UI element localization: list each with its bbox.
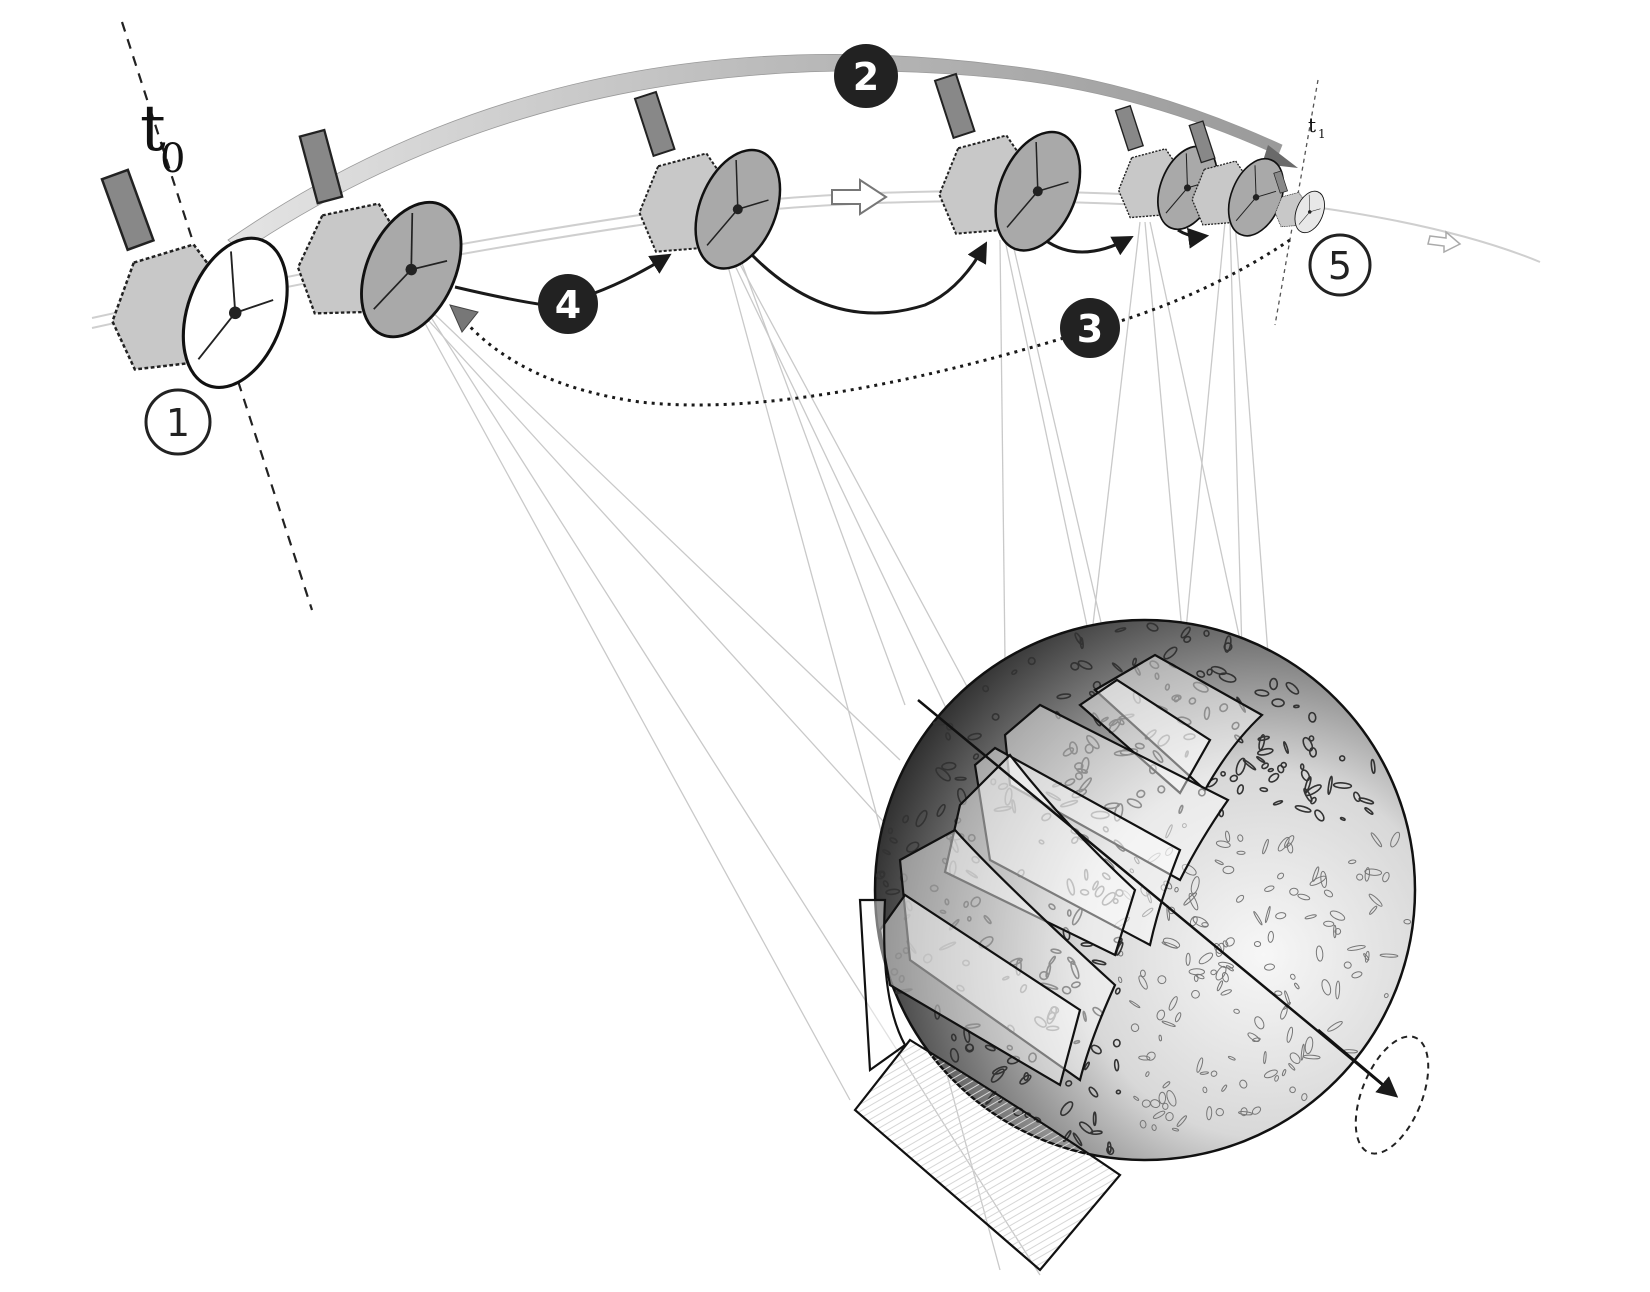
spacecraft-4 <box>933 72 1082 252</box>
step-3-badge: 3 <box>1060 298 1120 358</box>
step-3-arrowhead <box>449 304 479 333</box>
spacecraft-sequence <box>100 72 1325 390</box>
svg-text:5: 5 <box>1328 244 1352 288</box>
step-2-badge: 2 <box>834 44 898 108</box>
step-5-badge: 5 <box>1308 233 1372 297</box>
trajectory-direction-arrow <box>831 178 1462 254</box>
t0-label: t <box>140 92 166 166</box>
planet-surface-texture <box>875 622 1412 1156</box>
spacecraft-6 <box>1188 120 1285 237</box>
t1-label: t <box>1308 113 1316 137</box>
t1-subscript: 1 <box>1318 127 1326 141</box>
t1-line <box>1274 79 1319 326</box>
spacecraft-3 <box>633 90 782 270</box>
svg-text:2: 2 <box>853 55 879 99</box>
rotation-axis <box>917 699 1430 1155</box>
svg-text:4: 4 <box>555 283 581 327</box>
sight-lines <box>409 221 1271 1276</box>
spacecraft-2 <box>296 128 463 339</box>
spacecraft-7 <box>1273 170 1325 234</box>
step-4-badge: 4 <box>538 274 598 334</box>
svg-text:1: 1 <box>166 401 190 445</box>
t0-subscript: 0 <box>160 136 185 182</box>
step-1-badge: 1 <box>144 388 212 456</box>
step-4-arrows <box>454 227 1210 315</box>
spacecraft-1 <box>100 168 289 390</box>
image-footprints <box>853 653 1264 1272</box>
svg-text:3: 3 <box>1077 307 1103 351</box>
